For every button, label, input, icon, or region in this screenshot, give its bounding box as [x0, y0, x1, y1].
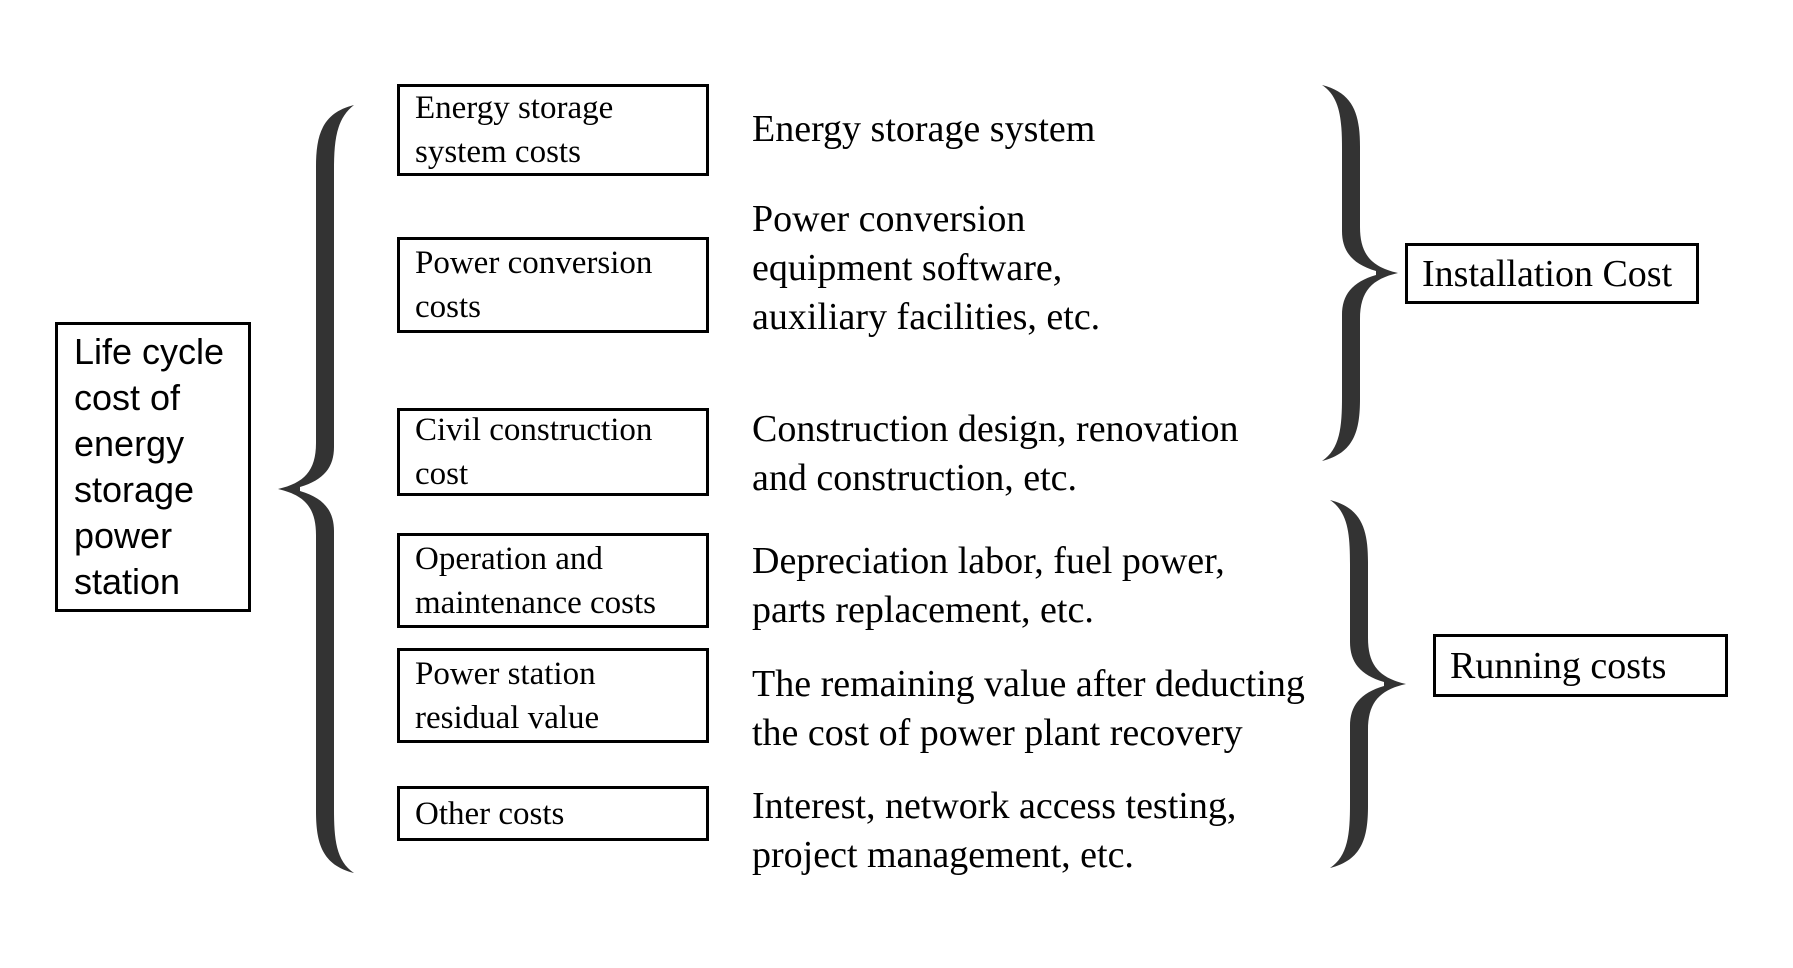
- cost-box-label: Energy storage system costs: [415, 90, 614, 170]
- cost-box-civil-construction: Civil construction cost: [397, 408, 709, 496]
- cost-box-label: Civil construction cost: [415, 412, 653, 492]
- cost-box-operation-maintenance: Operation and maintenance costs: [397, 533, 709, 628]
- description-power-conversion: Power conversion equipment software, aux…: [752, 198, 1101, 338]
- cost-box-power-conversion: Power conversion costs: [397, 237, 709, 333]
- installation-cost-brace: [1320, 83, 1404, 463]
- description-other-costs: Interest, network access testing, projec…: [752, 785, 1237, 876]
- left-curly-brace: [276, 103, 360, 875]
- cost-box-label: Other costs: [415, 795, 565, 832]
- group-box-running-costs: Running costs: [1433, 634, 1728, 697]
- cost-box-other-costs: Other costs: [397, 786, 709, 841]
- cost-box-residual-value: Power station residual value: [397, 648, 709, 743]
- cost-box-energy-storage-system: Energy storage system costs: [397, 84, 709, 176]
- running-costs-brace: [1328, 498, 1412, 870]
- group-label: Running costs: [1450, 644, 1667, 687]
- group-label: Installation Cost: [1422, 252, 1673, 295]
- group-box-installation-cost: Installation Cost: [1405, 243, 1699, 304]
- description-residual-value: The remaining value after deducting the …: [752, 663, 1305, 754]
- root-cost-label: Life cycle cost of energy storage power …: [74, 331, 225, 602]
- description-operation-maintenance: Depreciation labor, fuel power, parts re…: [752, 540, 1225, 631]
- cost-box-label: Power conversion costs: [415, 245, 653, 325]
- right-curly-brace-icon: [1330, 500, 1406, 868]
- description-energy-storage-system: Energy storage system: [752, 108, 1096, 150]
- cost-box-label: Power station residual value: [415, 655, 600, 736]
- description-civil-construction: Construction design, renovation and cons…: [752, 408, 1239, 499]
- right-curly-brace-icon: [1322, 85, 1398, 461]
- left-curly-brace-icon: [278, 105, 354, 873]
- cost-box-label: Operation and maintenance costs: [415, 540, 656, 621]
- root-cost-box: Life cycle cost of energy storage power …: [55, 322, 251, 612]
